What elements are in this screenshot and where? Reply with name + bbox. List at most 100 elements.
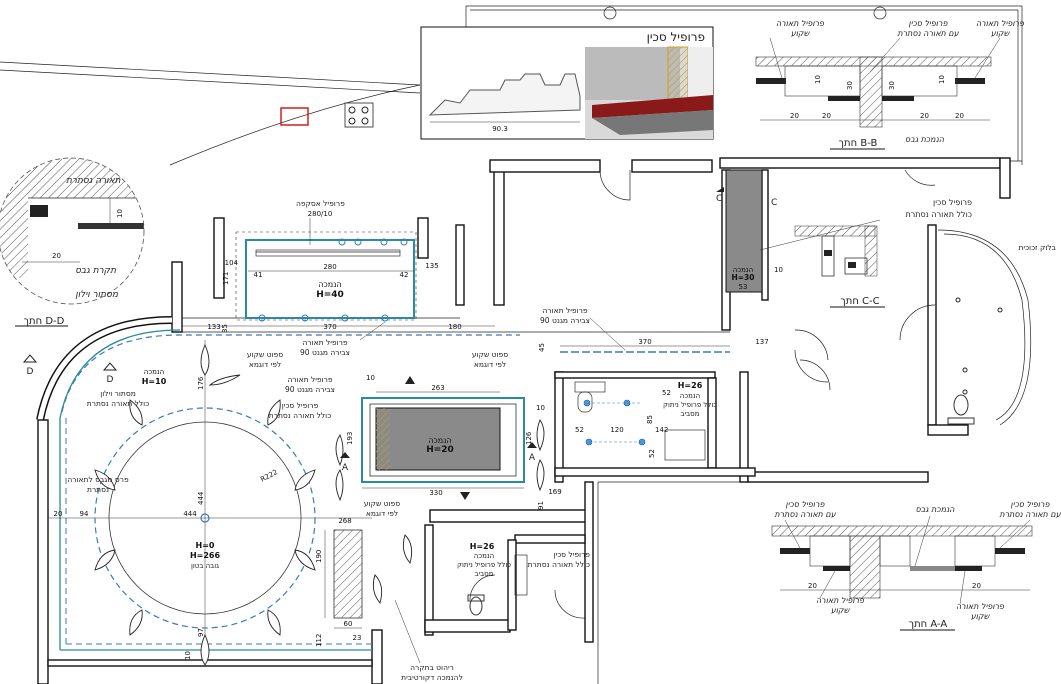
living-bottom-label: ריהוט בתקרה <box>410 663 454 672</box>
cc-dim-10: 10 <box>774 266 783 274</box>
living-marker-d1: D <box>27 367 34 377</box>
cc-label2: כולל תאורה נסתרת <box>905 210 972 219</box>
living-radius: R222 <box>259 468 279 484</box>
living-light2: 90 צבירה מגנט <box>285 385 335 394</box>
living-center-h1: H=0 <box>196 541 215 550</box>
living-dim-176: 176 <box>197 376 205 390</box>
living-dim-97: 97 <box>197 628 205 637</box>
kitchen-dim-280: 280 <box>323 263 336 271</box>
dd-dim-20: 20 <box>52 252 61 260</box>
corridor-light-label2: 90 צבירה מגנט <box>540 316 590 325</box>
svg-text:20: 20 <box>955 112 964 120</box>
aa-tl: פרופיל סכין <box>786 500 826 509</box>
kitchen-ceiling: הנמכה H=40 פרופיל אסקפה 280/10 104 280 4… <box>182 199 495 357</box>
kitchen-light-label: פרופיל תאורה <box>302 338 347 347</box>
kitchen-niche-h: H=40 <box>316 290 344 300</box>
living-knife: פרופיל סכין <box>282 401 319 410</box>
cooktop-icon <box>344 102 374 128</box>
center-dim-330: 330 <box>429 489 442 497</box>
kitchen-dim-135: 135 <box>425 262 438 270</box>
kitchen-dim-133: 133 <box>207 323 220 331</box>
bath-label2: כולל פרופיל ניתוק <box>663 401 717 409</box>
living-dim-169: 169 <box>548 488 561 496</box>
living-bottom-label2: להנמכה דקורטיבית <box>401 673 463 682</box>
kitchen-dim-35: 35 <box>221 324 229 333</box>
bb-mid-label: פרופיל סכין <box>909 19 949 28</box>
svg-text:30: 30 <box>846 81 854 90</box>
wc-knife-label2: כולל תאורה נסתרת <box>528 560 590 569</box>
kitchen-dim-171: 171 <box>222 272 230 285</box>
svg-text:20: 20 <box>822 112 831 120</box>
bb-title: חתך B-B <box>839 138 878 149</box>
center-h: H=20 <box>426 445 454 455</box>
balcony-outline <box>0 5 1023 166</box>
aa-br: פרופיל תאורה <box>956 602 1005 611</box>
corridor-dim-370: 370 <box>638 338 651 346</box>
kitchen-profile-label: פרופיל אסקפה <box>296 199 345 208</box>
living-spots-r: ספוט שקוע <box>472 350 508 359</box>
living-center-h3: גובה בטון <box>191 562 219 570</box>
bb-mid-label2: עם תאורה נסתרת <box>897 29 959 38</box>
aa-bl2: שקוע <box>831 606 851 615</box>
living-circle2: נסתרת <box>87 485 109 494</box>
cc-marker-left: C <box>716 194 722 204</box>
red-outlet-icon <box>280 107 309 126</box>
living-dim-444v: 444 <box>197 491 205 505</box>
walls <box>36 157 1032 684</box>
bath-dim-142: 142 <box>655 426 668 434</box>
bb-bottom-label: הנמכת גבס <box>905 135 945 144</box>
center-dim-126: 126 <box>525 431 533 445</box>
kitchen-light-label2: 90 צבירה מגנט <box>300 348 350 357</box>
kitchen-dim-280-10: 280/10 <box>308 210 333 218</box>
aa-tl2: עם תאורה נסתרת <box>774 510 836 519</box>
bath-label3: מסביב <box>681 410 700 418</box>
center-dim-193: 193 <box>346 432 354 445</box>
bath-dim-52a: 52 <box>662 389 671 397</box>
cc-dim-53: 53 <box>739 283 748 291</box>
profile-detail: פרופיל סכין 90.3 <box>420 26 714 140</box>
svg-text:10: 10 <box>814 75 822 84</box>
bath-dim-85: 85 <box>646 415 654 424</box>
dd-dim-10: 10 <box>116 209 124 218</box>
living-dim-444h: 444 <box>183 510 197 518</box>
dd-hidden-light: תאורה נסתרת <box>66 176 121 186</box>
bath-label1: הנמכה <box>680 392 700 400</box>
dd-ceiling: תקרת גבס <box>75 266 116 276</box>
kitchen-niche-label: הנמכה <box>318 280 341 289</box>
wc-knife-label: פרופיל סכין <box>553 550 590 559</box>
living-dim-10: 10 <box>184 651 192 660</box>
bath-dim-120: 120 <box>610 426 623 434</box>
svg-text:20: 20 <box>790 112 799 120</box>
living-spots-b: ספוט שקוע <box>364 499 400 508</box>
living-knife2: כולל תאורה נסתרת <box>269 411 331 420</box>
wc-label3: מסביב <box>475 570 494 578</box>
center-label: הנמכה <box>428 436 451 445</box>
living-light: פרופיל תאורה <box>287 375 332 384</box>
wc-h: H=26 <box>470 542 495 551</box>
kitchen-dim-42: 42 <box>400 271 409 279</box>
toilet-bedroom <box>947 297 1003 425</box>
living-dim-23: 23 <box>353 634 362 642</box>
living-dim-91: 91 <box>537 501 545 510</box>
center-ceiling: הנמכה H=20 263 10 10 193 126 330 A A <box>340 374 545 500</box>
aa-br2: שקוע <box>971 612 991 621</box>
bath-dim-52c: 52 <box>648 449 656 458</box>
svg-text:10: 10 <box>938 75 946 84</box>
bathroom: H=26 הנמכה כולל פרופיל ניתוק מסביב 52 52… <box>574 381 717 461</box>
closet-niche-h: H=30 <box>732 273 755 282</box>
profile-title: פרופיל סכין <box>647 30 705 44</box>
wc-label1: הנמכה <box>474 552 494 560</box>
aa-title: חתך A-A <box>909 619 948 630</box>
kitchen-dim-370: 370 <box>323 323 336 331</box>
door-swings <box>469 169 936 619</box>
wc: H=26 הנמכה כולל פרופיל ניתוק מסביב פרופי… <box>457 542 590 616</box>
living-dim-268: 268 <box>338 517 351 525</box>
corridor: 370 137 45 פרופיל תאורה 90 צבירה מגנט <box>538 306 769 353</box>
living-niche-h: H=10 <box>142 377 167 386</box>
living-marker-d2: D <box>107 375 114 385</box>
living-dim-60: 60 <box>344 620 353 628</box>
living-spots: ספוט שקוע <box>247 350 283 359</box>
living-dim-112: 112 <box>315 634 323 647</box>
